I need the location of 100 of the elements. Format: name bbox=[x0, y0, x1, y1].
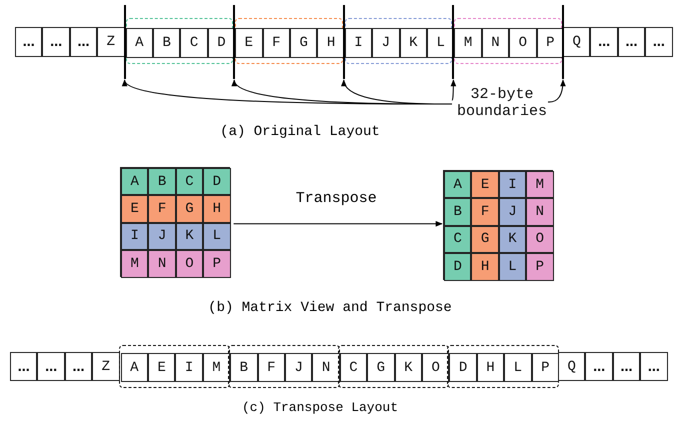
memory-cell: … bbox=[640, 352, 668, 381]
memory-cell: C bbox=[180, 28, 208, 58]
boundary-line bbox=[124, 5, 126, 79]
memory-cell: A bbox=[126, 28, 153, 58]
matrix-cell: M bbox=[121, 250, 148, 278]
matrix-cell: P bbox=[203, 250, 231, 278]
matrix-cell: H bbox=[203, 195, 231, 223]
dashed-group-outline bbox=[126, 18, 234, 64]
memory-cell: P bbox=[536, 28, 564, 58]
matrix-cell: G bbox=[471, 226, 499, 254]
dashed-group-outline bbox=[338, 345, 450, 388]
memory-cell: M bbox=[202, 353, 230, 382]
caption: (b) Matrix View and Transpose bbox=[207, 300, 453, 316]
arrow bbox=[450, 79, 456, 101]
matrix-grid bbox=[443, 170, 553, 280]
memory-cell: Z bbox=[92, 352, 120, 381]
memory-cell: … bbox=[70, 27, 98, 57]
matrix-cell: C bbox=[176, 168, 204, 196]
matrix-cell: L bbox=[498, 253, 526, 281]
boundary-line bbox=[452, 5, 454, 79]
matrix-cell: E bbox=[471, 171, 499, 198]
memory-cell: Q bbox=[558, 352, 586, 381]
matrix-cell: D bbox=[203, 168, 231, 196]
memory-cell: L bbox=[504, 353, 532, 382]
edge-label: Transpose bbox=[294, 190, 378, 207]
memory-cell: I bbox=[344, 28, 372, 58]
matrix-cell: N bbox=[526, 198, 554, 226]
matrix-cell: A bbox=[121, 168, 148, 196]
dashed-group-outline bbox=[454, 18, 562, 64]
memory-cell: B bbox=[152, 28, 180, 58]
memory-cell: O bbox=[509, 28, 537, 58]
boundary-line bbox=[233, 5, 236, 79]
matrix-cell: J bbox=[498, 198, 526, 226]
memory-cell: K bbox=[400, 28, 427, 58]
dashed-group-outline bbox=[228, 345, 340, 388]
matrix-cell: F bbox=[148, 195, 176, 223]
memory-cell: G bbox=[290, 28, 318, 58]
memory-cell: … bbox=[37, 352, 65, 381]
memory-cell: A bbox=[120, 353, 148, 382]
memory-cell: F bbox=[258, 353, 285, 382]
memory-cell: … bbox=[645, 27, 673, 57]
memory-cell: I bbox=[175, 353, 203, 382]
memory-cell: Q bbox=[563, 27, 590, 57]
matrix-cell: F bbox=[471, 198, 499, 226]
memory-cell: E bbox=[235, 28, 263, 58]
memory-cell: O bbox=[422, 353, 450, 382]
matrix-cell: A bbox=[444, 171, 472, 198]
dashed-group-outline bbox=[118, 345, 230, 388]
caption: (a) Original Layout bbox=[219, 124, 381, 140]
dashed-group-outline bbox=[235, 18, 343, 64]
memory-cell: J bbox=[284, 353, 312, 382]
memory-cell: E bbox=[148, 353, 176, 382]
memory-cell: … bbox=[618, 27, 646, 57]
memory-cell: G bbox=[367, 353, 395, 382]
memory-cell: B bbox=[230, 353, 258, 382]
memory-cell: … bbox=[612, 352, 640, 381]
matrix-cell: P bbox=[526, 253, 554, 281]
memory-cell: … bbox=[42, 27, 70, 57]
memory-cell: P bbox=[532, 353, 559, 382]
matrix-cell: B bbox=[148, 168, 176, 196]
memory-cell: … bbox=[10, 352, 38, 381]
caption: (c) Transpose Layout bbox=[240, 400, 400, 415]
memory-cell: H bbox=[317, 28, 345, 58]
memory-cell: C bbox=[340, 353, 368, 382]
matrix-cell: K bbox=[176, 222, 204, 250]
arrow bbox=[233, 221, 443, 227]
memory-cell: … bbox=[590, 27, 618, 57]
memory-cell: N bbox=[312, 353, 340, 382]
arrow bbox=[342, 79, 452, 104]
memory-cell: J bbox=[372, 28, 400, 58]
boundary-line bbox=[342, 5, 345, 79]
matrix-cell: O bbox=[176, 250, 204, 278]
matrix-cell: D bbox=[444, 253, 472, 281]
matrix-cell: J bbox=[148, 222, 176, 250]
memory-cell: … bbox=[64, 352, 92, 381]
memory-cell: K bbox=[394, 353, 422, 382]
matrix-cell: O bbox=[526, 226, 554, 254]
matrix-grid bbox=[120, 167, 230, 277]
memory-cell: N bbox=[482, 28, 510, 58]
memory-cell: … bbox=[15, 27, 42, 57]
memory-cell: H bbox=[476, 353, 504, 382]
boundary-label: 32-byte boundaries bbox=[452, 84, 552, 122]
matrix-cell: L bbox=[203, 222, 231, 250]
matrix-cell: B bbox=[444, 198, 472, 226]
boundary-line bbox=[562, 5, 564, 79]
matrix-cell: H bbox=[471, 253, 499, 281]
matrix-cell: E bbox=[121, 195, 148, 223]
dashed-group-outline bbox=[447, 345, 559, 388]
memory-cell: M bbox=[454, 28, 482, 58]
memory-cell: F bbox=[262, 28, 290, 58]
matrix-cell: I bbox=[498, 171, 526, 198]
matrix-cell: M bbox=[526, 171, 554, 198]
memory-cell: D bbox=[449, 353, 477, 382]
dashed-group-outline bbox=[344, 18, 452, 64]
matrix-cell: G bbox=[176, 195, 204, 223]
memory-cell: … bbox=[585, 352, 613, 381]
arrow bbox=[548, 79, 566, 102]
matrix-cell: N bbox=[148, 250, 176, 278]
matrix-cell: K bbox=[498, 226, 526, 254]
matrix-cell: C bbox=[444, 226, 472, 254]
